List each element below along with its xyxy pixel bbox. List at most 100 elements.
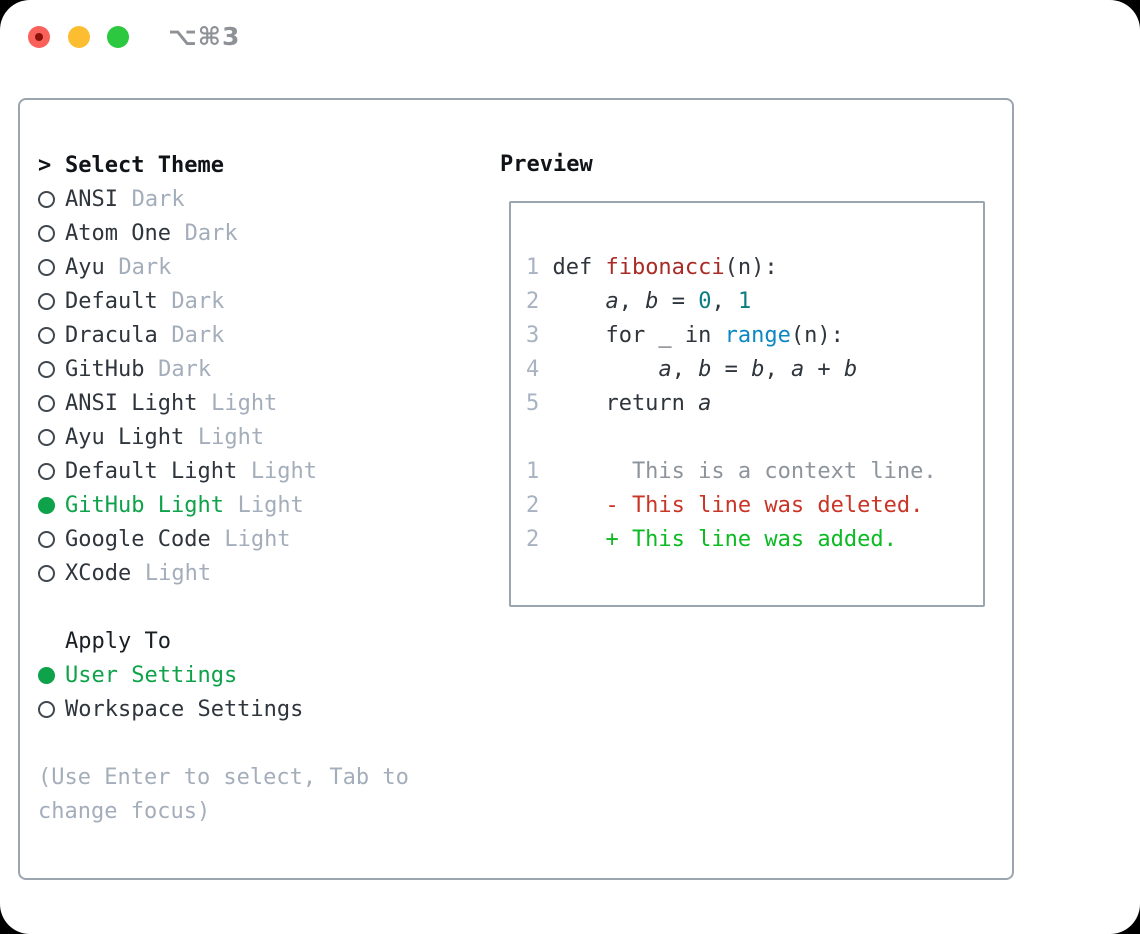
option-label: GitHub xyxy=(65,356,145,382)
line-content: for _ in range(n): xyxy=(552,323,844,348)
line-number: 2 xyxy=(526,527,540,552)
option-variant-label: Light xyxy=(197,424,265,450)
theme-option-atom-one[interactable]: Atom One Dark xyxy=(38,216,478,250)
option-variant-label: Dark xyxy=(118,254,172,280)
help-text-line-1: (Use Enter to select, Tab to xyxy=(38,764,409,790)
radio-icon xyxy=(38,190,55,208)
code-line: 2 a, b = 0, 1 xyxy=(526,285,983,319)
line-content: a, b = 0, 1 xyxy=(605,289,752,314)
line-content: return a xyxy=(552,391,712,416)
diff-line: 2 + This line was added. xyxy=(526,523,983,557)
radio-icon xyxy=(38,428,55,446)
option-label: ANSI xyxy=(65,186,118,212)
theme-option-github-light[interactable]: GitHub Light Light xyxy=(38,488,478,522)
zoom-button[interactable] xyxy=(107,26,129,48)
line-number: 1 xyxy=(526,459,540,484)
option-label: GitHub Light xyxy=(65,492,224,518)
option-label: Dracula xyxy=(65,322,158,348)
blank-line xyxy=(526,421,983,455)
option-label: Google Code xyxy=(65,526,211,552)
preview-title: Preview xyxy=(500,152,593,177)
option-variant-label: Light xyxy=(144,560,212,586)
code-line: 4 a, b = b, a + b xyxy=(526,353,983,387)
titlebar: ⌥⌘3 xyxy=(0,0,1140,74)
option-label: User Settings xyxy=(65,662,238,688)
option-variant-label: Light xyxy=(224,526,291,552)
close-button[interactable] xyxy=(28,26,50,48)
radio-icon xyxy=(38,360,55,378)
theme-option-ayu[interactable]: Ayu Dark xyxy=(38,250,478,284)
window-title: ⌥⌘3 xyxy=(168,22,241,51)
option-label: Ayu Light xyxy=(65,424,185,450)
code-line: 1 def fibonacci(n): xyxy=(526,251,983,285)
theme-option-github[interactable]: GitHub Dark xyxy=(38,352,478,386)
line-number: 5 xyxy=(526,391,540,416)
radio-icon xyxy=(38,700,55,718)
radio-icon xyxy=(38,224,55,242)
theme-option-google-code[interactable]: Google Code Light xyxy=(38,522,478,556)
radio-icon xyxy=(38,292,55,310)
line-number: 2 xyxy=(526,289,540,314)
diff-line: 1 This is a context line. xyxy=(526,455,983,489)
apply-option-workspace-settings[interactable]: Workspace Settings xyxy=(38,692,478,726)
line-content: def fibonacci(n): xyxy=(552,255,778,280)
option-label: Ayu xyxy=(65,254,105,280)
option-label: Atom One xyxy=(65,220,171,246)
theme-option-xcode[interactable]: XCode Light xyxy=(38,556,478,590)
theme-option-ansi[interactable]: ANSI Dark xyxy=(38,182,478,216)
close-button-dot-icon xyxy=(35,33,43,41)
apply-to-header: Apply To xyxy=(38,624,478,658)
theme-option-ansi-light[interactable]: ANSI Light Light xyxy=(38,386,478,420)
minimize-button[interactable] xyxy=(68,26,90,48)
apply-option-user-settings[interactable]: User Settings xyxy=(38,658,478,692)
radio-icon xyxy=(38,530,55,548)
option-variant-label: Dark xyxy=(184,220,238,246)
apply-to-header-label: Apply To xyxy=(65,628,171,654)
option-variant-label: Light xyxy=(237,492,304,518)
radio-icon xyxy=(38,394,55,412)
option-variant-label: Light xyxy=(211,390,278,416)
theme-option-dracula[interactable]: Dracula Dark xyxy=(38,318,478,352)
diff-line: 2 - This line was deleted. xyxy=(526,489,983,523)
option-label: XCode xyxy=(65,560,132,586)
theme-option-default[interactable]: Default Dark xyxy=(38,284,478,318)
line-content: + This line was added. xyxy=(552,527,897,552)
option-variant-label: Dark xyxy=(171,288,225,314)
theme-selector-panel xyxy=(18,98,1014,880)
code-line: 5 return a xyxy=(526,387,983,421)
line-number: 4 xyxy=(526,357,540,382)
spacer xyxy=(38,726,478,760)
line-number: 1 xyxy=(526,255,540,280)
option-variant-label: Dark xyxy=(158,356,212,382)
line-content: This is a context line. xyxy=(552,459,937,484)
line-content: - This line was deleted. xyxy=(552,493,924,518)
option-label: Default xyxy=(65,288,158,314)
radio-icon xyxy=(38,326,55,344)
option-label: Default Light xyxy=(65,458,238,484)
help-text-line-2: change focus) xyxy=(38,798,211,824)
line-number: 2 xyxy=(526,493,540,518)
radio-icon xyxy=(38,258,55,276)
spacer xyxy=(38,590,478,624)
option-label: ANSI Light xyxy=(65,390,198,416)
radio-icon xyxy=(38,564,55,582)
line-number: 3 xyxy=(526,323,540,348)
select-theme-header-label: Select Theme xyxy=(65,152,224,178)
theme-option-ayu-light[interactable]: Ayu Light Light xyxy=(38,420,478,454)
option-variant-label: Dark xyxy=(171,322,225,348)
theme-option-default-light[interactable]: Default Light Light xyxy=(38,454,478,488)
select-theme-header: > Select Theme xyxy=(38,148,478,182)
code-line: 3 for _ in range(n): xyxy=(526,319,983,353)
cursor-prompt-icon: > xyxy=(38,152,52,178)
option-variant-label: Light xyxy=(250,458,318,484)
radio-selected-icon xyxy=(38,666,55,684)
option-variant-label: Dark xyxy=(131,186,185,212)
radio-selected-icon xyxy=(38,496,55,514)
radio-icon xyxy=(38,462,55,480)
line-content: a, b = b, a + b xyxy=(658,357,858,382)
